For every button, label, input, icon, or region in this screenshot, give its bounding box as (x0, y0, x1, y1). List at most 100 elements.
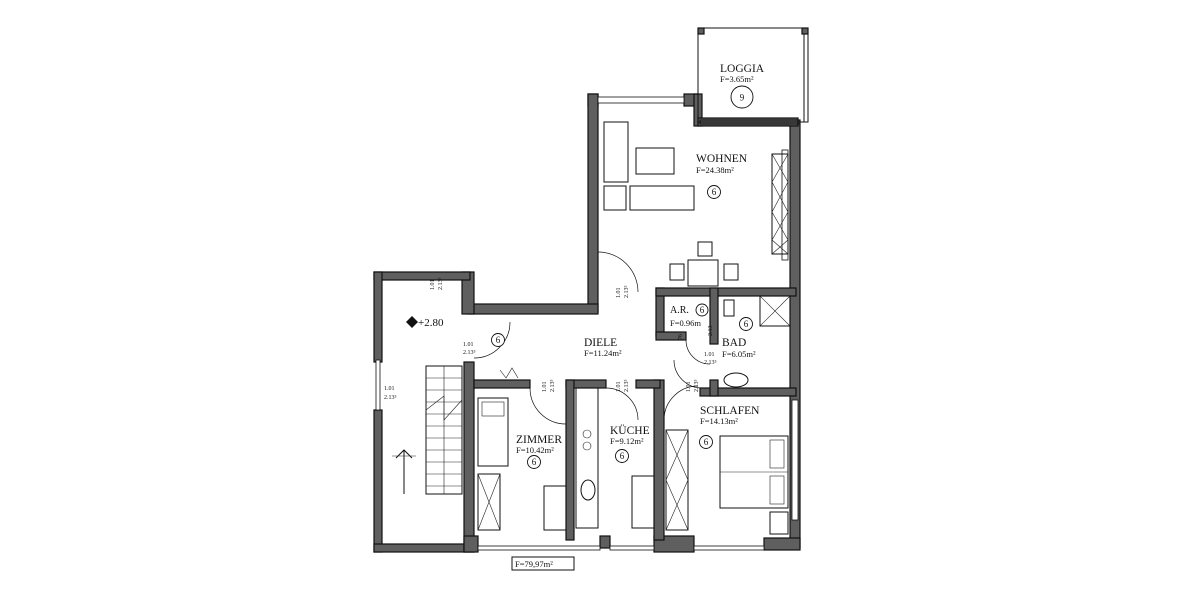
wall-segment (709, 379, 719, 397)
toilet (723, 299, 735, 317)
door-width-label: 1.01 (704, 352, 715, 358)
room-label-loggia: LOGGIA F=3.65m² 6 (720, 63, 765, 109)
coffee-table (635, 147, 675, 175)
wall-segment (599, 535, 611, 549)
room-code: 6 (532, 457, 537, 467)
room-name: SCHLAFEN (700, 405, 760, 417)
room-label-bad: 6 BAD F=6.05m² (722, 317, 756, 359)
door-swing-kueche (605, 387, 639, 421)
stair-wall-north (373, 271, 471, 281)
wall-bad-north (655, 287, 797, 297)
room-area: F=14.13m² (700, 416, 738, 426)
door-swing-zimmer (529, 387, 567, 425)
loggia-rail (803, 33, 809, 123)
room-name: BAD (722, 337, 746, 349)
level-marker-icon (406, 316, 418, 328)
window-wohnen-north (597, 96, 685, 104)
room-code-circle (695, 303, 709, 317)
bath-fixtures (723, 295, 791, 388)
door-height-label: 2.13⁵ (463, 350, 476, 356)
wall-segment (763, 537, 801, 551)
door-height-label: 2.13⁵ (704, 360, 717, 366)
kitchen-table (631, 475, 655, 529)
room-area: F=24.38m² (696, 165, 734, 175)
door-swing-stair (473, 321, 511, 359)
wall-ar-bad (709, 287, 719, 345)
wall-stair-zimmer (463, 361, 475, 553)
kitchen-furniture (575, 387, 689, 531)
stair-wall-west (373, 271, 383, 363)
room-name: WOHNEN (696, 153, 748, 165)
room-area: F=0.96m (670, 318, 701, 328)
door-height-label: 2.13⁵ (438, 277, 444, 290)
wall-shelf (771, 153, 789, 255)
room-name: DIELE (584, 337, 617, 349)
door-width-label: 76 (678, 334, 684, 340)
nightstand (769, 511, 789, 535)
kitchen-counter (575, 387, 599, 529)
total-area-box (511, 556, 575, 571)
wall-diele-north (467, 303, 599, 315)
staircase (392, 365, 463, 495)
door-width-label: 1.01 (616, 288, 622, 299)
bed (477, 397, 509, 467)
door-swing-wohnen (597, 251, 639, 293)
stair-treads (426, 366, 462, 494)
room-code-circle (739, 317, 753, 331)
wohnen-furniture (603, 121, 789, 287)
window-wohnen-east (781, 149, 789, 261)
wall-zimmer-north (473, 379, 531, 389)
room-area: F=6.05m² (722, 349, 756, 359)
door-width-label: 1.01 (384, 386, 395, 392)
room-code-circle (491, 333, 505, 347)
loggia-post (697, 27, 705, 35)
door-height-label: 2.13 (708, 326, 714, 337)
room-label-kueche: KÜCHE F=9.12m² 6 (610, 423, 650, 463)
room-label-diele: 6 DIELE F=11.24m² (491, 333, 622, 358)
window-zimmer-south (477, 545, 601, 551)
desk (543, 485, 567, 531)
room-label-schlafen: SCHLAFEN F=14.13m² 6 (699, 405, 760, 449)
room-name: ZIMMER (516, 434, 562, 446)
room-area: F=3.65m² (720, 74, 754, 84)
door-height-label: 2.13⁵ (694, 379, 700, 392)
wardrobe (477, 473, 501, 531)
room-code: 6 (496, 335, 501, 345)
room-name: A.R. (670, 305, 689, 316)
door-height-label: 2.13⁵ (384, 395, 397, 401)
room-code-circle (730, 85, 754, 109)
doors (473, 251, 711, 425)
wall-bad-south (699, 387, 797, 397)
loggia (697, 27, 809, 125)
room-code: 6 (700, 305, 705, 315)
bedroom-furniture (719, 435, 789, 535)
shower-tray (759, 295, 791, 327)
windows (375, 96, 799, 551)
window-schlafen-east (791, 399, 799, 521)
door-width-label: 1.01 (542, 382, 548, 393)
room-label-ar: A.R. F=0.96m 6 (670, 303, 709, 328)
stair-arrow-icon (395, 449, 413, 459)
room-code: 6 (739, 92, 744, 102)
sofa-left (603, 121, 629, 183)
wall-kueche-schlafen (653, 379, 665, 541)
room-label-zimmer: ZIMMER F=10.42m² 6 (516, 434, 562, 469)
door-width-label: 1.01 (430, 280, 436, 291)
schlafen-wardrobe (665, 429, 689, 531)
door-swing-ar (685, 339, 711, 365)
room-name: KÜCHE (610, 423, 650, 437)
stair-wall-west-lower (373, 409, 383, 553)
loggia-post (801, 27, 809, 35)
stair-wall-south (373, 543, 475, 553)
window-stair (375, 359, 381, 411)
room-name: LOGGIA (720, 63, 765, 75)
door-labels: 1.01 2.13⁵ 1.01 2.13⁵ 1.01 2.13⁵ 1.01 2.… (384, 277, 717, 401)
level-label: +2.80 (418, 317, 444, 329)
room-label-wohnen: WOHNEN F=24.38m² 6 (696, 153, 748, 199)
total-area-label: F=79,97m² (515, 559, 553, 569)
door-width-label: 1.01 (616, 382, 622, 393)
wall-ar-south (655, 331, 687, 341)
window-schlafen-south (693, 545, 765, 551)
outer-wall-wohnen-west (587, 93, 599, 313)
